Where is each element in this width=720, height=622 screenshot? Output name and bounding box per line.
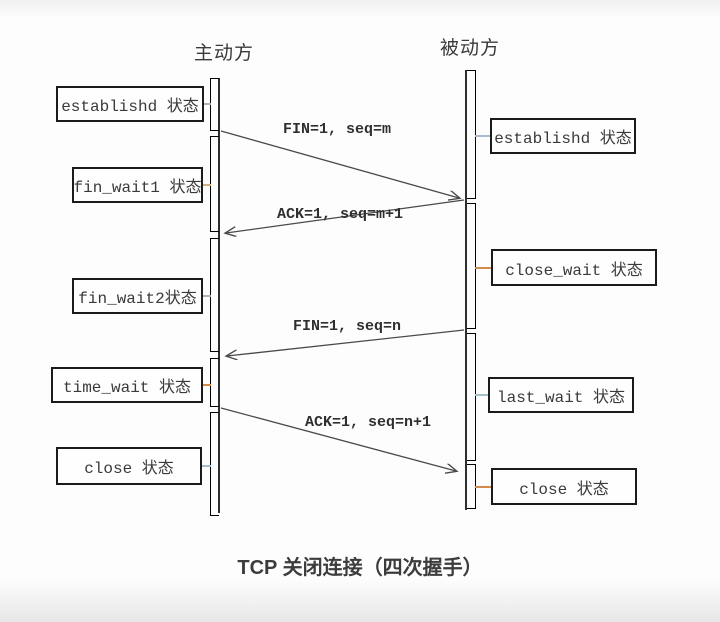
state-box-right-establishd: establishd 状态 (490, 118, 636, 154)
connector-fin-wait1 (202, 184, 211, 186)
connector-establishd-right (475, 135, 490, 137)
connector-close-wait (475, 267, 491, 269)
diagram-title: TCP 关闭连接（四次握手） (237, 557, 483, 579)
left-segment-close (210, 412, 219, 516)
connector-close-right (475, 486, 491, 488)
left-lifeline (218, 78, 220, 513)
right-actor-label: 被动方 (440, 38, 501, 59)
left-segment-fin-wait1 (210, 136, 219, 232)
state-box-right-close: close 状态 (491, 468, 637, 505)
message-label-ack-n1: ACK=1, seq=n+1 (305, 414, 432, 431)
left-segment-time-wait (210, 358, 219, 407)
right-lifeline (465, 70, 467, 510)
state-box-left-time-wait: time_wait 状态 (51, 367, 203, 403)
connector-establishd-left (203, 103, 211, 105)
connector-close-left (201, 465, 211, 467)
connector-time-wait (202, 384, 211, 386)
state-box-right-close-wait: close_wait 状态 (491, 249, 657, 286)
message-label-ack-m1: ACK=1, seq=m+1 (277, 206, 404, 223)
left-actor-label: 主动方 (194, 43, 255, 64)
connector-fin-wait2 (202, 295, 211, 297)
right-segment-last-wait (467, 333, 476, 461)
state-box-right-last-wait: last_wait 状态 (488, 377, 634, 413)
state-box-left-fin-wait2: fin_wait2状态 (72, 278, 203, 314)
left-segment-fin-wait2 (210, 238, 219, 352)
message-label-fin-n: FIN=1, seq=n (293, 318, 402, 335)
right-segment-close-wait (467, 203, 476, 329)
state-box-left-establishd: establishd 状态 (56, 86, 204, 122)
connector-last-wait (475, 394, 488, 396)
message-label-fin-m: FIN=1, seq=m (283, 121, 392, 138)
right-segment-establishd (467, 70, 476, 199)
state-box-left-close: close 状态 (56, 447, 202, 485)
left-segment-establishd (210, 78, 219, 131)
arrow-fin-seq-m (220, 130, 459, 198)
state-box-left-fin-wait1: fin_wait1 状态 (72, 167, 203, 203)
